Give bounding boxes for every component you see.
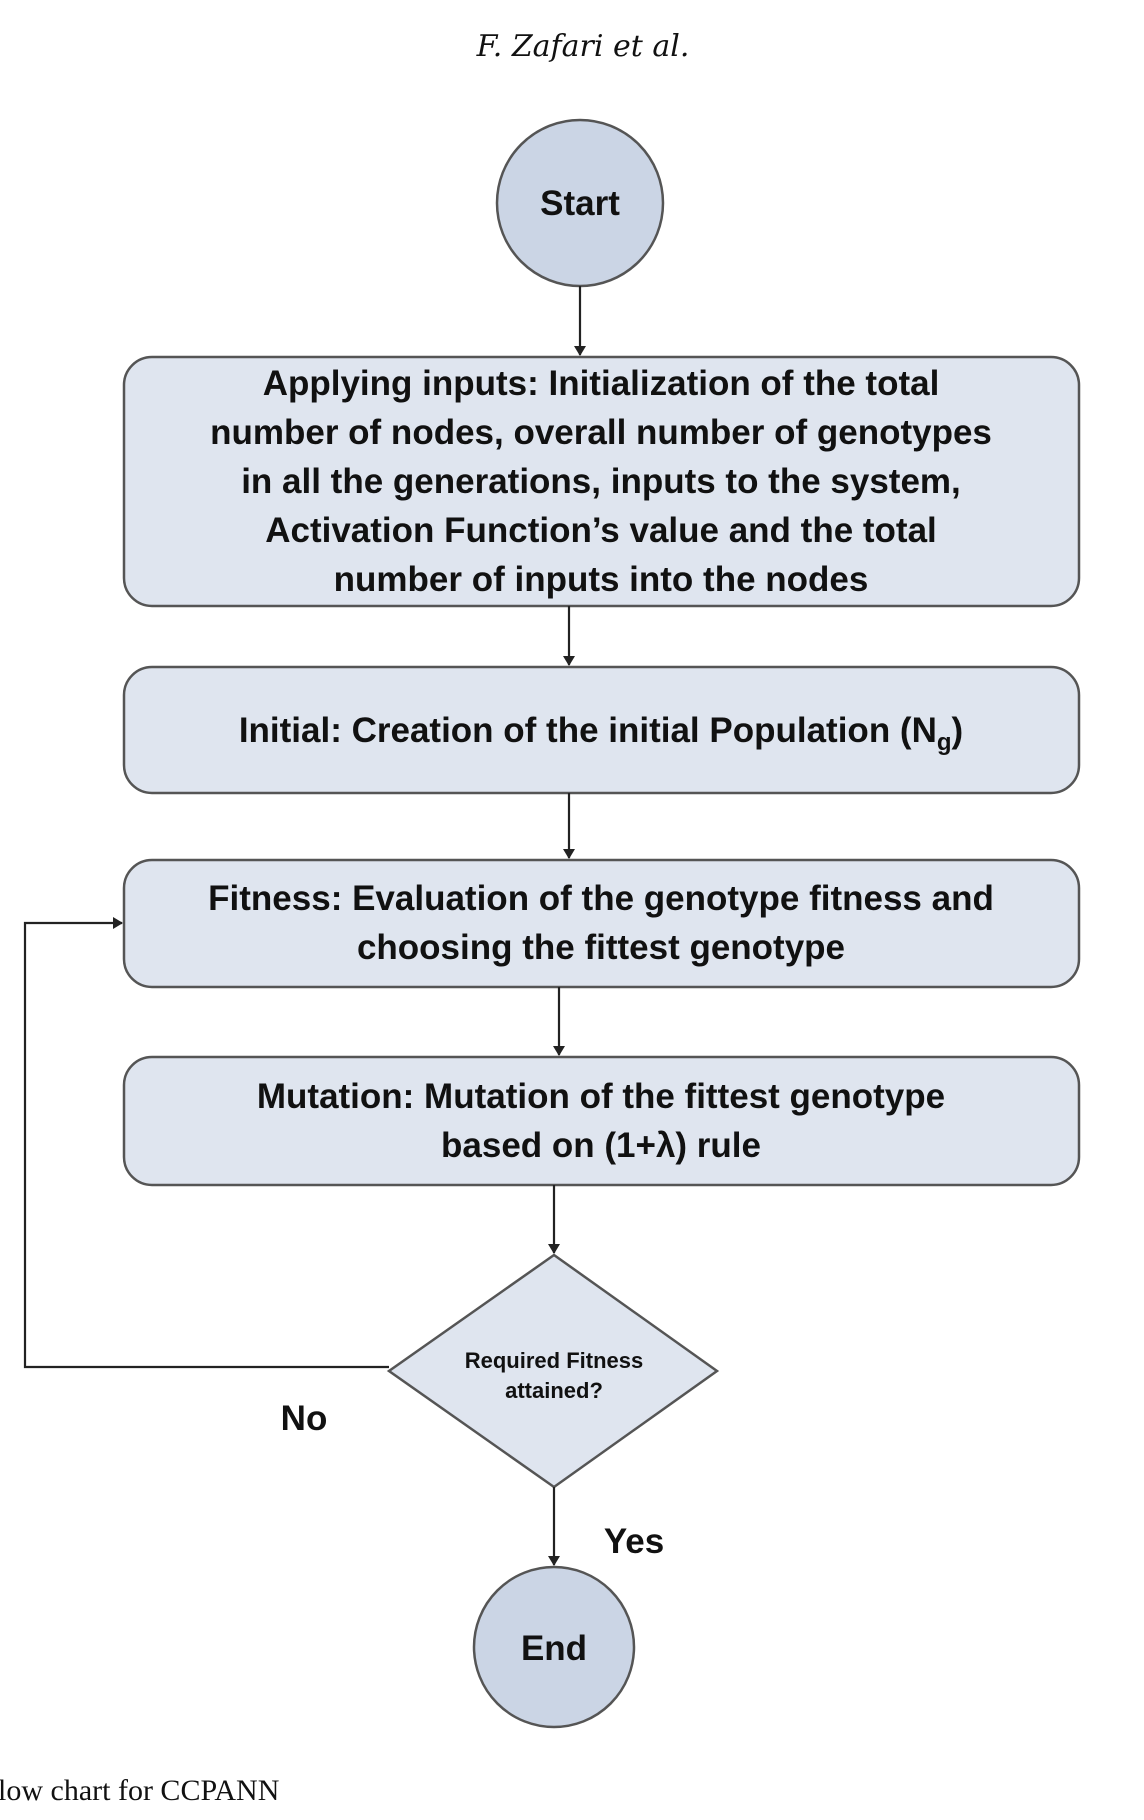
text-line: Activation Function’s value and the tota… [265,511,937,550]
step-apply-inputs-text: Applying inputs: Initialization of the t… [210,364,992,599]
end-label: End [521,1629,587,1668]
step-fitness [122,858,1081,989]
text-line: attained? [505,1378,603,1403]
running-head: F. Zafari et al. [476,29,690,64]
text-line: Required Fitness [465,1348,643,1373]
text-line: number of inputs into the nodes [334,560,869,599]
step-apply-inputs [122,355,1081,608]
start-label: Start [540,184,620,223]
arrow-no-loop-to-fitness [23,917,389,1369]
text-line: Fitness: Evaluation of the genotype fitn… [208,879,994,918]
text-line: choosing the fittest genotype [357,928,845,967]
text-line: in all the generations, inputs to the sy… [241,462,961,501]
step-mutation [122,1055,1081,1187]
text-line: Applying inputs: Initialization of the t… [263,364,940,403]
text-line: number of nodes, overall number of genot… [210,413,992,452]
no-label: No [281,1399,328,1438]
yes-label: Yes [604,1522,664,1561]
step-initial-population [122,665,1081,795]
text-line: based on (1+λ) rule [441,1126,761,1165]
end-node [472,1565,636,1729]
text-line: Mutation: Mutation of the fittest genoty… [257,1077,945,1116]
step-initial-population-text: Initial: Creation of the initial Populat… [239,711,963,756]
figure-caption: low chart for CCPANN [0,1774,279,1807]
